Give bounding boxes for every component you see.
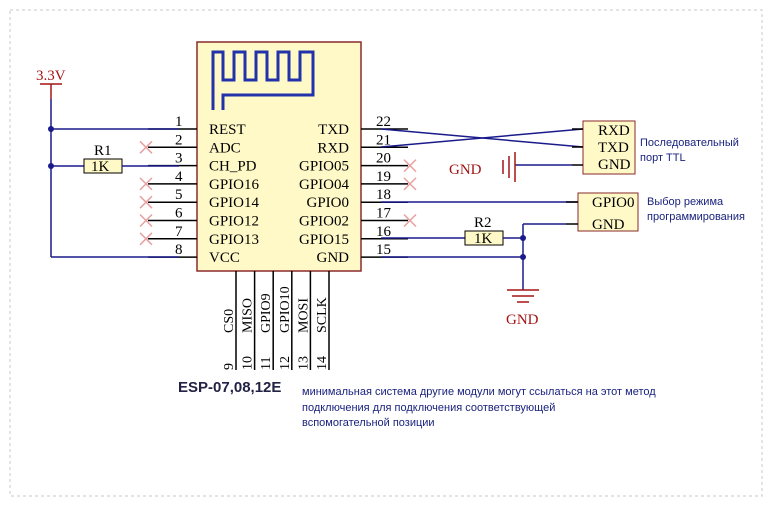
left-pin-5-number: 5 xyxy=(175,187,183,203)
bottom-pin-13-number: 13 xyxy=(296,356,311,370)
left-pin-1-name: REST xyxy=(209,122,246,138)
ttl-txd: TXD xyxy=(598,140,629,156)
bottom-pin-14-name: SCLK xyxy=(315,297,330,333)
right-pin-19-number: 19 xyxy=(376,169,391,185)
nc-mark-left-2-b xyxy=(139,140,153,154)
left-pin-2-number: 2 xyxy=(175,132,183,148)
gnd-label: GND xyxy=(506,312,539,328)
note-line-1: минимальная система другие модули могут … xyxy=(302,386,656,398)
bottom-pin-9-name: CS0 xyxy=(222,309,237,333)
right-pin-16-number: 16 xyxy=(376,224,392,240)
mode-header xyxy=(577,192,639,232)
left-pin-7-name: GPIO13 xyxy=(209,232,259,248)
mode-label-2: программирования xyxy=(647,211,745,223)
left-pin-4-name: GPIO16 xyxy=(209,177,260,193)
nc-mark-left-6-b xyxy=(139,213,153,228)
sheet-border xyxy=(9,9,763,497)
bottom-pin-10-number: 10 xyxy=(241,356,256,370)
ttl-gnd: GND xyxy=(598,157,631,173)
r2-value: 1K xyxy=(474,231,493,247)
nc-mark-right-17-b xyxy=(403,213,417,228)
left-pin-2-name: ADC xyxy=(209,140,241,156)
wire-rxd xyxy=(380,128,584,148)
nc-mark-left-5-b xyxy=(139,195,153,209)
left-pin-3-number: 3 xyxy=(175,151,183,167)
left-pin-7-number: 7 xyxy=(175,224,183,240)
left-pin-5-name: GPIO14 xyxy=(209,195,260,211)
right-pin-17-name: GPIO02 xyxy=(299,214,349,230)
bottom-pin-9-number: 9 xyxy=(222,363,237,370)
bottom-pin-13-name: MOSI xyxy=(296,298,311,333)
nc-mark-left-7-b xyxy=(139,232,153,246)
bottom-pin-14-number: 14 xyxy=(315,356,330,370)
left-pin-8-number: 8 xyxy=(175,242,183,258)
note-line-2: подключения для подключения соответствую… xyxy=(302,402,555,414)
ttl-rxd: RXD xyxy=(598,123,630,139)
nc-mark-left-4-b xyxy=(139,177,153,191)
right-pin-15-name: GND xyxy=(317,250,350,266)
mode-gnd: GND xyxy=(592,217,625,233)
left-pin-3-name: CH_PD xyxy=(209,159,257,175)
ttl-header xyxy=(582,120,636,175)
bottom-pin-11-number: 11 xyxy=(259,357,274,370)
right-pin-21-number: 21 xyxy=(376,132,391,148)
right-pin-20-number: 20 xyxy=(376,151,391,167)
bottom-pin-12-name: GPIO10 xyxy=(278,286,293,333)
ttl-label-1: Последовательный xyxy=(640,137,739,149)
junction-r1 xyxy=(48,163,54,169)
bottom-pin-12-number: 12 xyxy=(278,356,293,370)
junction-r2 xyxy=(520,235,526,241)
ttl-label-2: порт TTL xyxy=(640,152,686,164)
mode-label-1: Выбор режима xyxy=(647,196,724,208)
left-pin-8-name: VCC xyxy=(209,250,240,266)
right-pin-21-name: RXD xyxy=(317,140,349,156)
right-pin-18-name: GPIO0 xyxy=(306,195,349,211)
r1-ref: R1 xyxy=(94,143,112,159)
right-pin-20-name: GPIO05 xyxy=(299,159,349,175)
antenna-trace xyxy=(211,50,315,110)
ttl-gnd-label: GND xyxy=(449,162,482,178)
bottom-pin-11-name: GPIO9 xyxy=(259,293,274,333)
mode-gpio0: GPIO0 xyxy=(592,195,635,211)
right-pin-18-number: 18 xyxy=(376,187,391,203)
r1-value: 1K xyxy=(91,159,110,175)
bottom-pin-10-name: MISO xyxy=(241,298,256,333)
left-pin-4-number: 4 xyxy=(175,169,183,185)
junction-gnd xyxy=(520,254,526,260)
nc-mark-right-20-b xyxy=(403,159,417,173)
left-pin-6-name: GPIO12 xyxy=(209,214,259,230)
right-pin-19-name: GPIO04 xyxy=(299,177,350,193)
nc-mark-right-19-b xyxy=(403,177,417,191)
right-pin-15-number: 15 xyxy=(376,242,391,258)
power-label: 3.3V xyxy=(36,68,66,84)
junction-rest xyxy=(48,126,54,132)
note-line-3: вспомогательной позиции xyxy=(302,417,435,429)
right-pin-17-number: 17 xyxy=(376,206,392,222)
right-pin-22-number: 22 xyxy=(376,114,391,130)
r2-ref: R2 xyxy=(474,215,492,231)
chip-title: ESP-07,08,12E xyxy=(178,379,281,396)
left-pin-6-number: 6 xyxy=(175,206,183,222)
right-pin-16-name: GPIO15 xyxy=(299,232,349,248)
left-pin-1-number: 1 xyxy=(175,114,183,130)
right-pin-22-name: TXD xyxy=(318,122,349,138)
